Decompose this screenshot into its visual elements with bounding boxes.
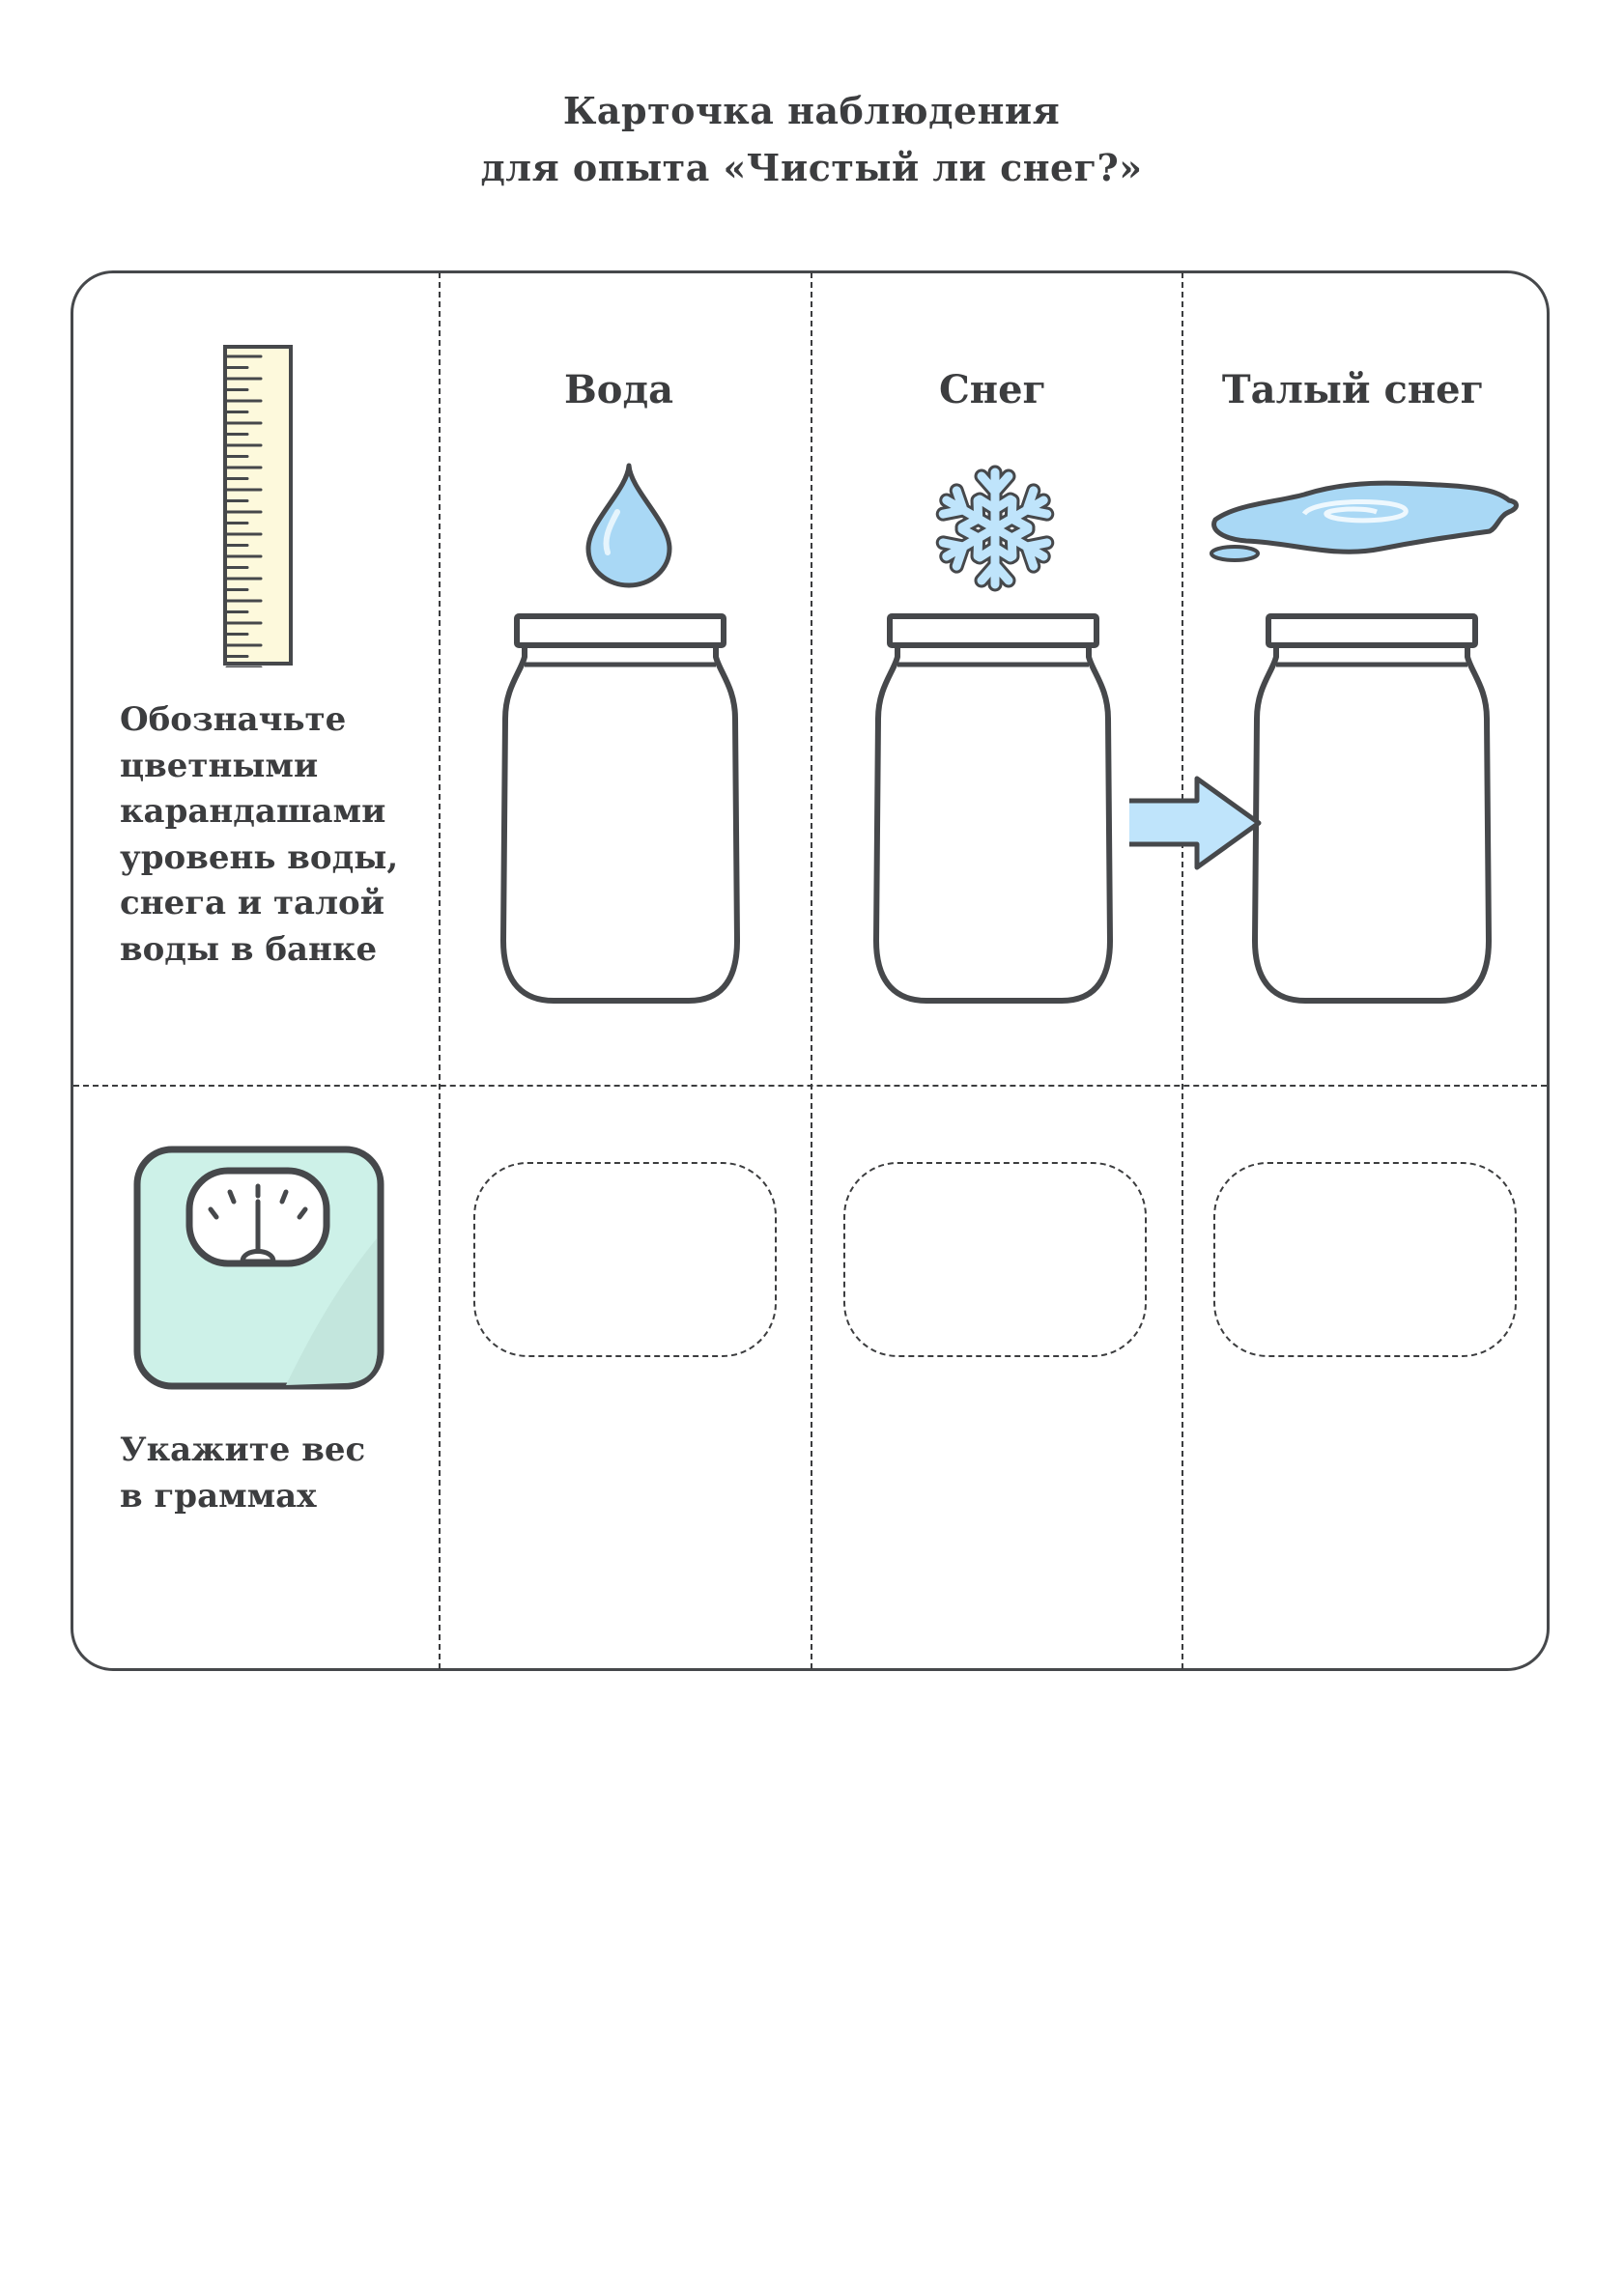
instruction-line: воды в банке <box>120 929 378 969</box>
weight-field-melted-snow[interactable] <box>1213 1162 1517 1357</box>
column-divider <box>1182 272 1183 1669</box>
puddle-icon <box>1210 480 1519 562</box>
instruction-line: в граммах <box>120 1476 317 1516</box>
weight-field-snow[interactable] <box>843 1162 1147 1357</box>
level-instruction: Обозначьте цветными карандашами уровень … <box>120 697 429 973</box>
column-divider <box>811 272 812 1669</box>
jar-snow <box>868 612 1120 1008</box>
instruction-line: цветными <box>120 746 319 785</box>
observation-card <box>71 270 1550 1671</box>
column-header-water: Вода <box>563 367 674 412</box>
scale-icon <box>133 1146 384 1390</box>
snowflake-icon <box>935 465 1055 592</box>
instruction-line: снега и талой <box>120 884 384 922</box>
weight-field-water[interactable] <box>473 1162 777 1357</box>
jar-water <box>496 612 747 1008</box>
row-divider <box>73 1085 1547 1087</box>
instruction-line: карандашами <box>120 792 386 831</box>
instruction-line: Укажите вес <box>120 1431 366 1469</box>
weight-instruction: Укажите вес в граммах <box>120 1428 429 1519</box>
instruction-line: уровень воды, <box>120 837 399 877</box>
column-header-snow: Снег <box>938 367 1047 412</box>
arrow-right-icon <box>1129 776 1262 870</box>
column-header-melted-snow: Талый снег <box>1221 367 1485 412</box>
ruler-icon <box>223 345 293 667</box>
page-title-line-1: Карточка наблюдения <box>562 89 1061 132</box>
instruction-line: Обозначьте <box>120 700 347 739</box>
page-title-line-2: для опыта «Чистый ли снег?» <box>480 146 1143 189</box>
jar-melted-snow <box>1247 612 1498 1008</box>
water-drop-icon <box>585 463 672 588</box>
column-divider <box>439 272 441 1669</box>
